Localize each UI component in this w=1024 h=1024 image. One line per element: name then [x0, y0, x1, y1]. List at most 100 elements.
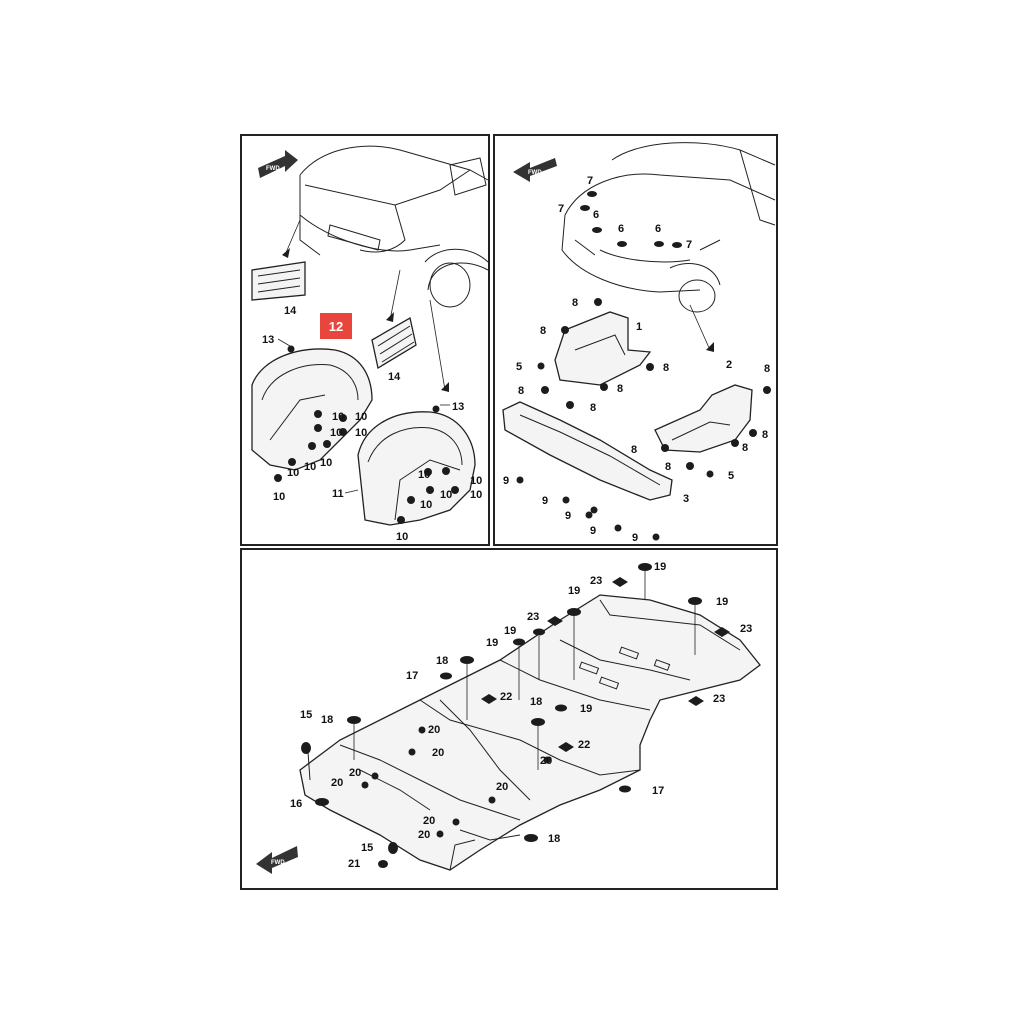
- part-12-rear-wheel-housing-left: [251, 348, 373, 471]
- callout-5-b: 5: [728, 470, 734, 482]
- callout-20-f: 20: [496, 781, 508, 793]
- callout-8-a: 8: [572, 297, 578, 309]
- callout-10-11: 10: [470, 489, 482, 501]
- callout-9-c: 9: [565, 510, 571, 522]
- callout-8-d: 8: [617, 383, 623, 395]
- callout-18-c: 18: [321, 714, 333, 726]
- callout-1: 1: [636, 321, 642, 333]
- callout-13-a: 13: [262, 334, 274, 346]
- callout-16: 16: [290, 798, 302, 810]
- callout-9-b: 9: [542, 495, 548, 507]
- callout-9-a: 9: [503, 475, 509, 487]
- callout-10-6: 10: [320, 457, 332, 469]
- callout-15-a: 15: [300, 709, 312, 721]
- floor-leaders: [353, 571, 696, 770]
- callout-9-d: 9: [590, 525, 596, 537]
- callout-17-a: 17: [406, 670, 418, 682]
- part-14-bracket-upper: [251, 261, 306, 301]
- callout-6-b: 6: [618, 223, 624, 235]
- part-11-rear-wheel-housing-right: [357, 411, 476, 526]
- callout-20-d: 20: [331, 777, 343, 789]
- callout-10-2: 10: [355, 411, 367, 423]
- callout-18-d: 18: [548, 833, 560, 845]
- callout-20-e: 20: [349, 767, 361, 779]
- callout-19-d: 19: [504, 625, 516, 637]
- callout-18-b: 18: [530, 696, 542, 708]
- vehicle-floor-outline: [299, 594, 761, 871]
- callout-10-4: 10: [355, 427, 367, 439]
- callout-11: 11: [332, 488, 344, 500]
- callout-10-14: 10: [440, 489, 452, 501]
- front-fasteners: [516, 191, 771, 541]
- callout-17-b: 17: [652, 785, 664, 797]
- callout-19-b: 19: [568, 585, 580, 597]
- floor-fasteners: [301, 563, 730, 868]
- fwd-arrow-icon: FWD: [258, 150, 298, 178]
- callout-10-3: 10: [330, 427, 342, 439]
- callout-10-13: 10: [396, 531, 408, 543]
- callout-19-e: 19: [486, 637, 498, 649]
- callout-6-a: 6: [593, 209, 599, 221]
- fwd-label: FWD: [266, 166, 280, 172]
- callout-10-5: 10: [304, 461, 316, 473]
- callout-20-a: 20: [428, 724, 440, 736]
- callout-19-f: 19: [580, 703, 592, 715]
- callout-23-d: 23: [713, 693, 725, 705]
- callout-5-a: 5: [516, 361, 522, 373]
- callout-10-8: 10: [273, 491, 285, 503]
- callout-2: 2: [726, 359, 732, 371]
- callout-23-c: 23: [740, 623, 752, 635]
- callout-6-c: 6: [655, 223, 661, 235]
- part-2-front-under-cover-right: [654, 384, 753, 453]
- callout-19-a: 19: [654, 561, 666, 573]
- fwd-arrow-icon: FWD: [256, 846, 298, 874]
- callout-7-c: 7: [686, 239, 692, 251]
- rear-panel-drawing: FWD: [251, 145, 489, 543]
- callout-10-9: 10: [418, 469, 430, 481]
- callout-7-b: 7: [558, 203, 564, 215]
- callout-20-g: 20: [423, 815, 435, 827]
- callout-22-a: 22: [500, 691, 512, 703]
- callout-18-a: 18: [436, 655, 448, 667]
- callout-10-10: 10: [470, 475, 482, 487]
- part-12-highlight-badge: [320, 313, 352, 339]
- rear-callouts: 14 14 13 13 11 10 10 10 10 10 10 10 10 1…: [262, 305, 482, 543]
- callout-10-7: 10: [287, 467, 299, 479]
- callout-22-b: 22: [578, 739, 590, 751]
- part-3-engine-under-cover: [502, 401, 673, 501]
- part-14-bracket-lower: [371, 316, 417, 370]
- part-1-front-under-cover-left: [554, 311, 652, 386]
- callout-8-k: 8: [665, 461, 671, 473]
- callout-10-1: 10: [332, 411, 344, 423]
- callout-10-12: 10: [420, 499, 432, 511]
- callout-23-a: 23: [590, 575, 602, 587]
- callout-8-j: 8: [631, 444, 637, 456]
- fwd-label: FWD: [528, 170, 542, 176]
- callout-20-h: 20: [418, 829, 430, 841]
- fwd-label: FWD: [271, 860, 285, 866]
- callout-8-b: 8: [540, 325, 546, 337]
- front-panel-drawing: FWD: [502, 142, 776, 544]
- callout-13-b: 13: [452, 401, 464, 413]
- callout-20-c: 20: [540, 755, 552, 767]
- callout-8-c: 8: [518, 385, 524, 397]
- front-callouts: 7 7 6 6 6 7 8 1 8 5 8 8 8 8 8 2 8 8 8 8 …: [503, 175, 770, 544]
- fwd-arrow-icon: FWD: [513, 158, 557, 182]
- car-rear-outline: [299, 145, 489, 308]
- callout-8-i: 8: [742, 442, 748, 454]
- callout-20-b: 20: [432, 747, 444, 759]
- callout-23-b: 23: [527, 611, 539, 623]
- floor-panel-drawing: FWD: [256, 561, 761, 874]
- floor-callouts: 19 23 19 19 23 23 19 19 18 17 22 18 19 2…: [290, 561, 752, 870]
- callout-14-a: 14: [284, 305, 297, 317]
- callout-3: 3: [683, 493, 689, 505]
- callout-8-g: 8: [764, 363, 770, 375]
- callout-15-b: 15: [361, 842, 373, 854]
- callout-14-b: 14: [388, 371, 401, 383]
- callout-21: 21: [348, 858, 360, 870]
- callout-8-f: 8: [663, 362, 669, 374]
- callout-9-e: 9: [632, 532, 638, 544]
- rear-fasteners: [274, 345, 459, 524]
- callout-8-h: 8: [762, 429, 768, 441]
